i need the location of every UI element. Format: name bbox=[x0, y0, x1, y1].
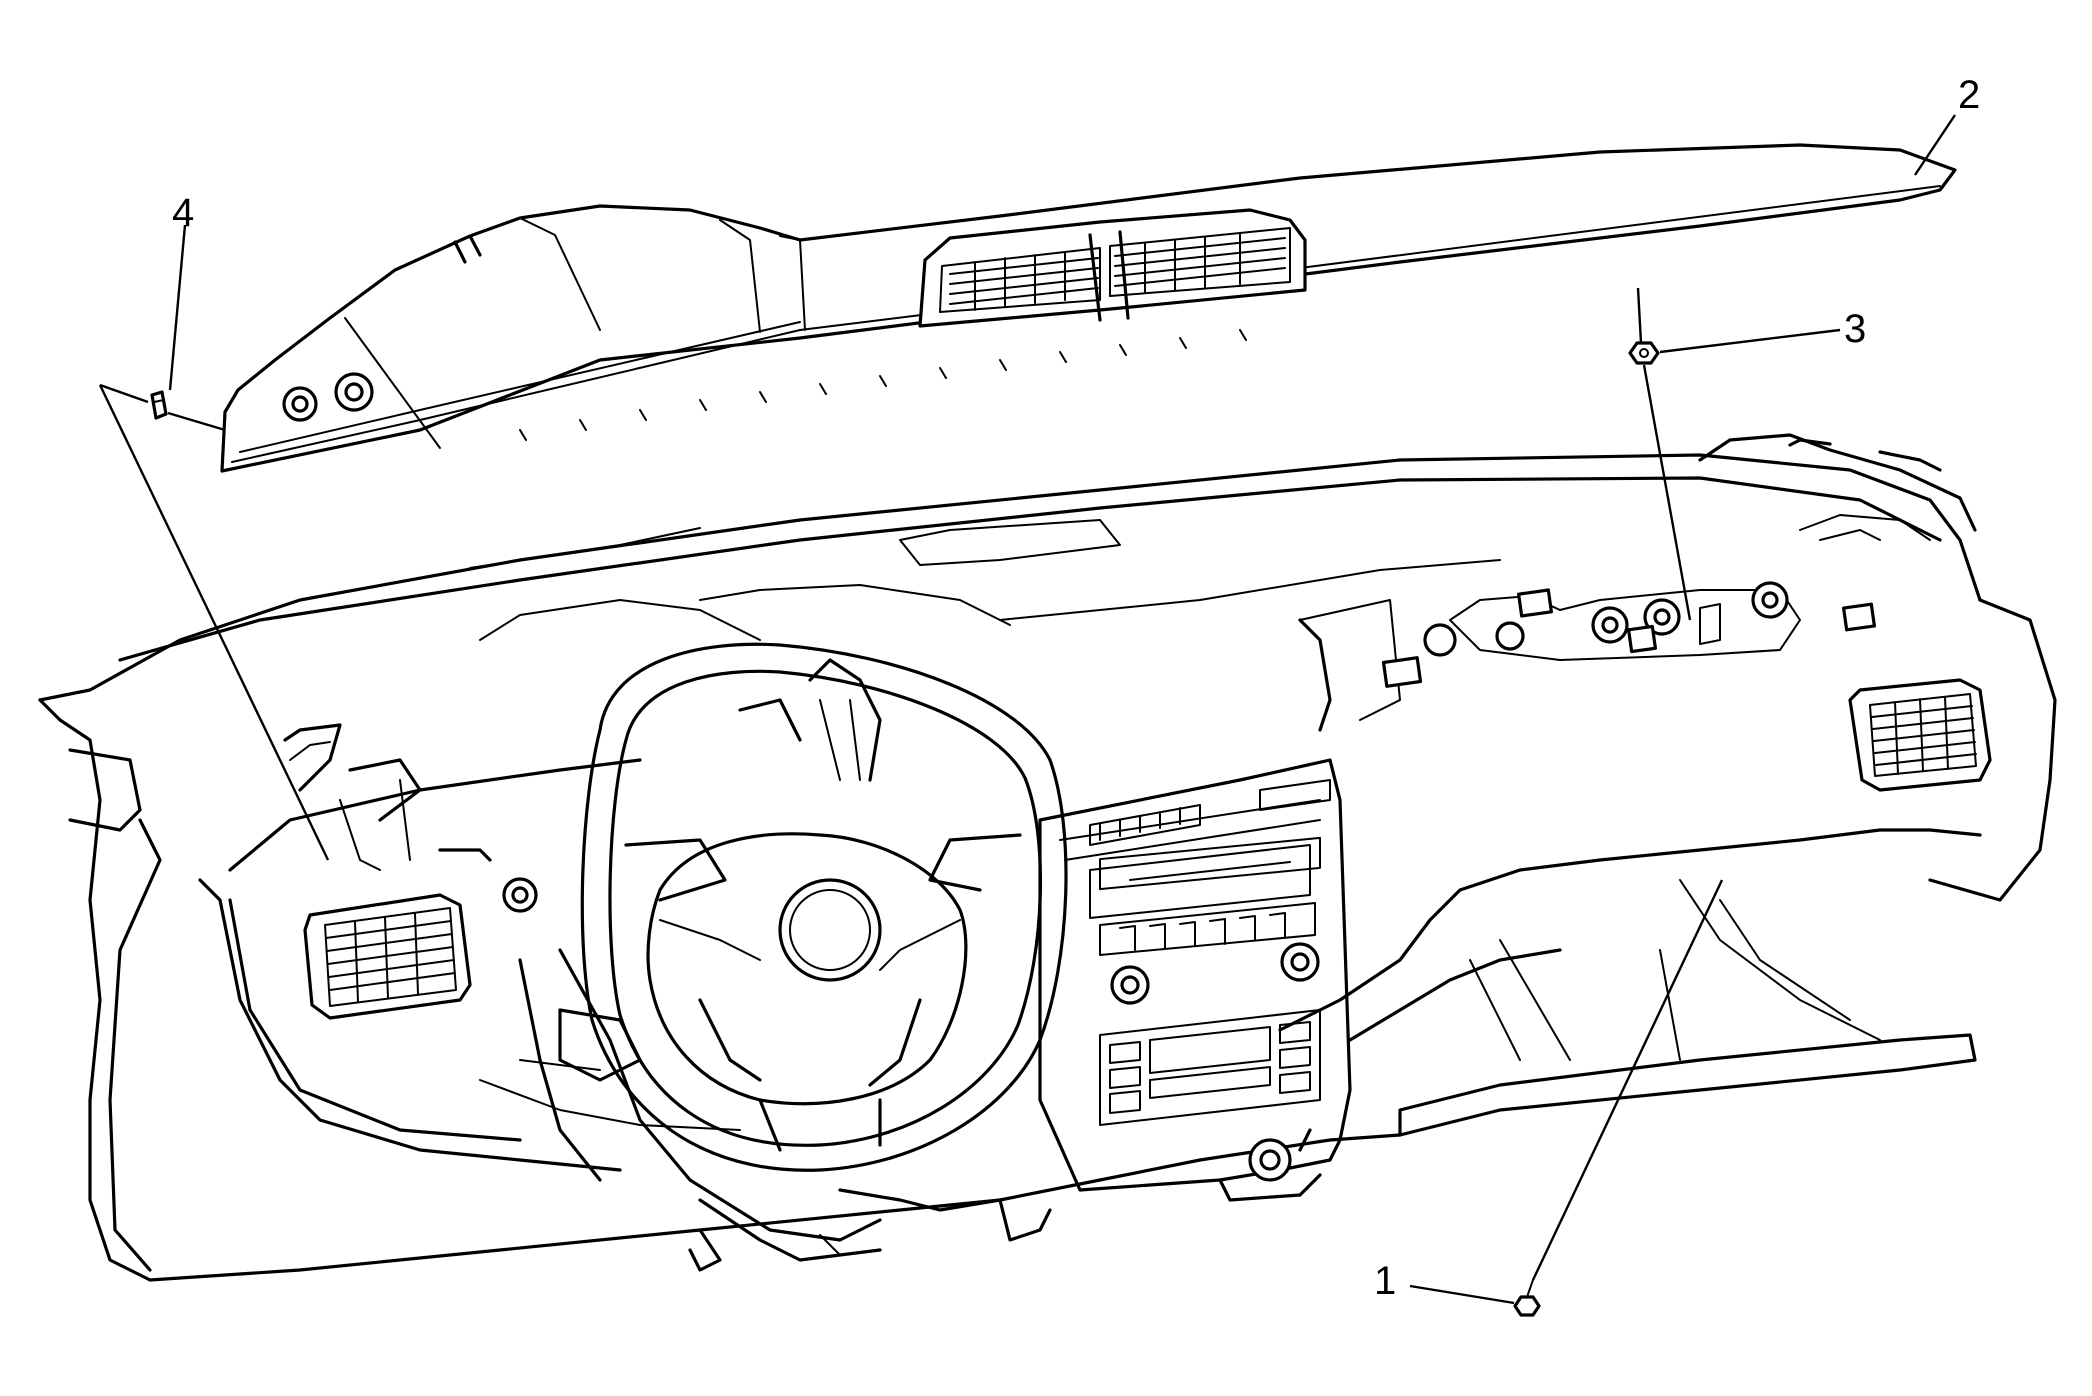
dash-surface-details bbox=[479, 514, 1931, 732]
callout-4: 4 bbox=[172, 191, 194, 235]
center-stack bbox=[1038, 758, 1352, 1202]
left-side-vent bbox=[303, 893, 472, 1020]
upper-trim-panel bbox=[220, 143, 1957, 473]
leader-lines bbox=[98, 114, 1956, 1305]
fastener-1-screw bbox=[1513, 1279, 1541, 1317]
fastener-4-clip bbox=[150, 390, 168, 420]
callout-2: 2 bbox=[1958, 73, 1980, 117]
right-side-vent bbox=[1848, 678, 1992, 792]
callout-1: 1 bbox=[1374, 1259, 1396, 1303]
steering-wheel bbox=[518, 642, 1068, 1262]
instrument-panel-carrier bbox=[38, 433, 2057, 1282]
left-interior-structure bbox=[283, 658, 882, 913]
fastener-3-clip bbox=[1628, 341, 1660, 365]
lower-trim bbox=[688, 1198, 1052, 1272]
center-vent-grille bbox=[939, 227, 1291, 322]
callout-3: 3 bbox=[1844, 307, 1866, 351]
